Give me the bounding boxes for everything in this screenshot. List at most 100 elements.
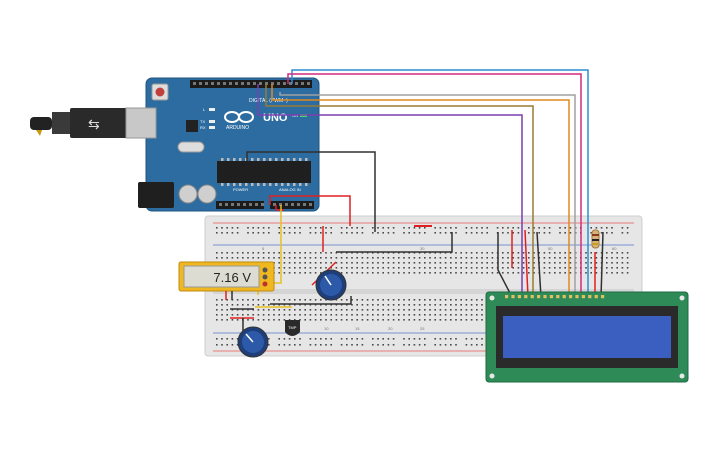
breadboard-hole[interactable] [450, 344, 452, 346]
breadboard-hole[interactable] [366, 267, 369, 269]
breadboard-hole[interactable] [460, 252, 462, 254]
breadboard-hole[interactable] [548, 272, 551, 274]
breadboard-hole[interactable] [226, 344, 228, 346]
breadboard-hole[interactable] [522, 257, 525, 259]
breadboard-hole[interactable] [626, 232, 629, 234]
breadboard-hole[interactable] [465, 299, 468, 301]
breadboard-hole[interactable] [476, 257, 478, 259]
breadboard-hole[interactable] [278, 338, 280, 340]
breadboard-hole[interactable] [595, 252, 598, 254]
breadboard-hole[interactable] [216, 232, 218, 234]
breadboard-hole[interactable] [356, 272, 358, 274]
breadboard-hole[interactable] [413, 262, 416, 264]
breadboard-hole[interactable] [304, 252, 306, 254]
wire-orange[interactable] [271, 84, 570, 297]
breadboard-hole[interactable] [543, 257, 546, 259]
breadboard-hole[interactable] [481, 309, 483, 311]
breadboard-hole[interactable] [398, 319, 400, 321]
power-pin[interactable] [255, 203, 258, 206]
breadboard-hole[interactable] [429, 304, 431, 306]
breadboard-hole[interactable] [564, 227, 566, 229]
breadboard-hole[interactable] [403, 309, 405, 311]
breadboard-hole[interactable] [216, 344, 218, 346]
breadboard-hole[interactable] [309, 319, 312, 321]
breadboard-hole[interactable] [262, 314, 265, 316]
breadboard-hole[interactable] [294, 227, 296, 229]
breadboard-hole[interactable] [486, 262, 488, 264]
breadboard-hole[interactable] [335, 309, 338, 311]
breadboard-hole[interactable] [377, 319, 379, 321]
breadboard-hole[interactable] [517, 252, 520, 254]
breadboard-hole[interactable] [325, 309, 327, 311]
breadboard-hole[interactable] [434, 227, 436, 229]
breadboard-hole[interactable] [444, 227, 447, 229]
breadboard-hole[interactable] [325, 257, 327, 259]
breadboard-hole[interactable] [226, 314, 228, 316]
breadboard-hole[interactable] [470, 267, 473, 269]
breadboard-hole[interactable] [398, 304, 400, 306]
breadboard-hole[interactable] [611, 257, 613, 259]
breadboard-hole[interactable] [283, 299, 286, 301]
breadboard-hole[interactable] [590, 267, 592, 269]
breadboard-hole[interactable] [252, 314, 254, 316]
breadboard-hole[interactable] [288, 227, 291, 229]
breadboard-hole[interactable] [507, 272, 509, 274]
breadboard-hole[interactable] [340, 304, 343, 306]
breadboard-hole[interactable] [439, 314, 442, 316]
breadboard-hole[interactable] [611, 262, 613, 264]
breadboard-hole[interactable] [278, 304, 280, 306]
breadboard-hole[interactable] [257, 299, 260, 301]
analog-pin[interactable] [297, 203, 300, 206]
breadboard-hole[interactable] [564, 267, 566, 269]
breadboard-hole[interactable] [346, 272, 348, 274]
breadboard-hole[interactable] [309, 227, 312, 229]
breadboard-hole[interactable] [304, 272, 306, 274]
breadboard-hole[interactable] [236, 338, 239, 340]
breadboard-hole[interactable] [231, 344, 234, 346]
breadboard-hole[interactable] [418, 309, 421, 311]
breadboard-hole[interactable] [257, 252, 260, 254]
breadboard-hole[interactable] [392, 338, 395, 340]
breadboard-hole[interactable] [444, 314, 447, 316]
breadboard-hole[interactable] [408, 267, 410, 269]
resistor[interactable] [591, 229, 600, 249]
breadboard-hole[interactable] [335, 319, 338, 321]
breadboard-hole[interactable] [502, 262, 504, 264]
breadboard-hole[interactable] [299, 272, 301, 274]
breadboard-hole[interactable] [382, 227, 384, 229]
breadboard-hole[interactable] [340, 314, 343, 316]
breadboard-hole[interactable] [304, 267, 306, 269]
breadboard-hole[interactable] [288, 319, 291, 321]
breadboard-hole[interactable] [340, 299, 343, 301]
breadboard-hole[interactable] [538, 252, 540, 254]
breadboard-hole[interactable] [439, 319, 442, 321]
breadboard-hole[interactable] [465, 227, 468, 229]
breadboard-hole[interactable] [413, 319, 416, 321]
breadboard-hole[interactable] [418, 319, 421, 321]
breadboard-hole[interactable] [278, 262, 280, 264]
breadboard-hole[interactable] [403, 272, 405, 274]
breadboard-hole[interactable] [242, 257, 244, 259]
breadboard-hole[interactable] [559, 262, 561, 264]
breadboard-hole[interactable] [309, 304, 312, 306]
breadboard-hole[interactable] [252, 232, 254, 234]
breadboard-hole[interactable] [236, 299, 239, 301]
breadboard-hole[interactable] [450, 257, 452, 259]
breadboard-hole[interactable] [606, 227, 608, 229]
breadboard-hole[interactable] [543, 262, 546, 264]
breadboard-hole[interactable] [486, 252, 488, 254]
breadboard-hole[interactable] [377, 257, 379, 259]
breadboard-hole[interactable] [273, 304, 275, 306]
breadboard-hole[interactable] [382, 319, 384, 321]
breadboard-hole[interactable] [320, 338, 322, 340]
breadboard-hole[interactable] [403, 314, 405, 316]
analog-pin[interactable] [285, 203, 288, 206]
breadboard-hole[interactable] [476, 319, 478, 321]
breadboard-hole[interactable] [392, 299, 395, 301]
breadboard-hole[interactable] [621, 272, 624, 274]
breadboard-hole[interactable] [325, 338, 327, 340]
breadboard-hole[interactable] [330, 304, 332, 306]
breadboard-hole[interactable] [320, 227, 322, 229]
breadboard-hole[interactable] [439, 299, 442, 301]
